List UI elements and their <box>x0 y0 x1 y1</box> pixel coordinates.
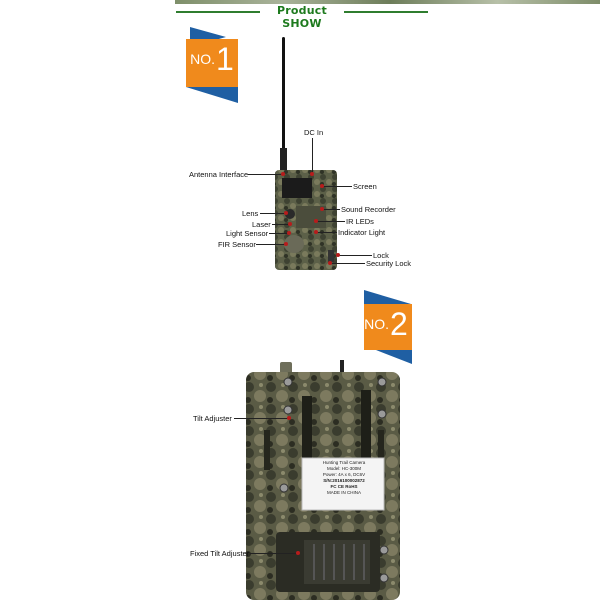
label-ir-leds: IR LEDs <box>346 217 374 226</box>
badge-no1-shape <box>186 27 238 103</box>
label-laser: Laser <box>252 220 271 229</box>
trail-camera-back-image <box>246 360 400 600</box>
callout-screen <box>322 186 352 187</box>
callout-light-sensor <box>269 233 289 234</box>
badge-no2-number: 2 <box>390 305 408 342</box>
callout-laser <box>272 224 290 225</box>
badge-no1-prefix: NO. <box>190 51 216 67</box>
label-fir-sensor: FIR Sensor <box>218 240 256 249</box>
header-title: Product SHOW <box>277 4 327 30</box>
label-security-lock: Security Lock <box>366 259 412 268</box>
callout-lens <box>260 213 286 214</box>
callout-fixed-tilt-adjuster <box>250 553 298 554</box>
callout-dot-security-lock <box>328 261 332 265</box>
badge-no2-prefix: NO. <box>364 316 390 332</box>
label-light-sensor: Light Sensor <box>226 229 269 238</box>
header-rule-left <box>176 11 260 13</box>
callout-sound-recorder <box>322 209 340 210</box>
badge-no1-number: 1 <box>216 40 234 77</box>
callout-dot-lens <box>284 211 288 215</box>
label-tilt-adjuster: Tilt Adjuster <box>193 414 232 423</box>
callout-dot-dc-in <box>310 172 314 176</box>
badge-no1: NO.1 <box>178 27 246 107</box>
badge-no2: NO.2 <box>356 290 424 370</box>
sticker-text: Hunting Trail Camera Model: HC-300M Powe… <box>304 460 384 496</box>
callout-ir-leds <box>316 221 345 222</box>
callout-dot-tilt <box>287 416 291 420</box>
label-screen: Screen <box>353 182 377 191</box>
label-antenna-interface: Antenna Interface <box>189 170 249 179</box>
sticker-serial: S/N:2016100002872 <box>323 478 365 483</box>
callout-dot-fixed-tilt <box>296 551 300 555</box>
label-indicator-light: Indicator Light <box>338 228 386 237</box>
callout-dot-ir <box>314 219 318 223</box>
callout-tilt-adjuster <box>234 418 289 419</box>
callout-dot-light-sensor <box>287 231 291 235</box>
callout-lock <box>338 255 372 256</box>
callout-dot-sound <box>320 207 324 211</box>
callout-security-lock <box>330 263 365 264</box>
label-dc-in: DC In <box>304 128 324 137</box>
callout-dot-indicator <box>314 230 318 234</box>
callout-dot-lock <box>336 253 340 257</box>
sticker-made: MADE IN CHINA <box>326 490 361 495</box>
badge-no2-text: NO.2 <box>352 284 420 364</box>
badge-no2-shape <box>364 290 412 364</box>
label-fixed-tilt-adjuster: Fixed Tilt Adjuster <box>190 549 250 558</box>
sticker-marks: FC CE RoHS <box>330 484 358 489</box>
callout-indicator-light <box>316 232 337 233</box>
top-camo-strip <box>175 0 600 4</box>
label-lens: Lens <box>242 209 259 218</box>
callout-dot-antenna <box>281 172 285 176</box>
sticker-line2: Model: HC-300M <box>326 466 361 471</box>
callout-dot-screen <box>320 184 324 188</box>
callout-dc-in <box>312 138 313 174</box>
callout-dot-fir <box>284 242 288 246</box>
badge-no1-text: NO.1 <box>178 19 246 99</box>
label-sound-recorder: Sound Recorder <box>341 205 396 214</box>
header-rule-right <box>344 11 428 13</box>
callout-fir-sensor <box>256 244 286 245</box>
callout-dot-laser <box>288 222 292 226</box>
label-lock: Lock <box>373 251 389 260</box>
sticker-line3: Power: 4A x 6, DC6V <box>322 472 366 477</box>
sticker-line1: Hunting Trail Camera <box>322 460 366 465</box>
trail-camera-front-image <box>275 37 337 270</box>
callout-antenna-interface <box>248 174 283 175</box>
